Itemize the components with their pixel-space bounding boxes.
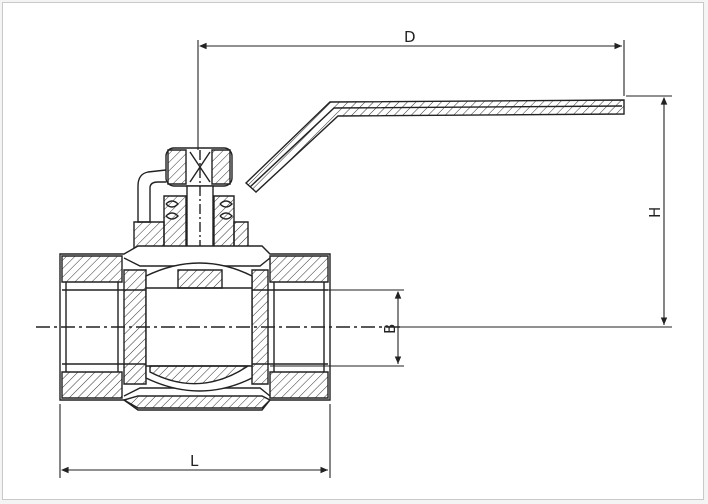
ball-hatch-bottom: [149, 365, 251, 385]
stem-nut-cross: [189, 151, 211, 183]
dimension-B: [270, 289, 404, 367]
stem-nut-hatch-left: [167, 149, 187, 185]
handle-lever: [244, 99, 625, 193]
ball-hatch-top: [177, 269, 223, 289]
handle-tab: [137, 169, 167, 223]
seat-left: [123, 269, 147, 385]
dimension-H: [400, 95, 672, 328]
stem-nut-hatch-right: [211, 149, 231, 185]
label-D: D: [404, 28, 416, 46]
label-H: H: [646, 207, 664, 218]
bore-lines: [122, 289, 270, 365]
handle-lever-edge: [249, 105, 623, 188]
body-right-bottom-wall: [269, 371, 329, 399]
diagram-frame: [2, 2, 704, 500]
dimension-D: [197, 40, 625, 150]
label-L: L: [190, 452, 199, 470]
packing-rings: [165, 200, 233, 220]
body-left-bottom-wall: [61, 371, 123, 399]
body-bottom-hatch: [122, 395, 272, 409]
dimension-L: [59, 404, 331, 478]
label-B: B: [381, 324, 399, 334]
body-right-top-wall: [269, 255, 329, 283]
packing-left: [163, 195, 187, 249]
body-left-top-wall: [61, 255, 123, 283]
